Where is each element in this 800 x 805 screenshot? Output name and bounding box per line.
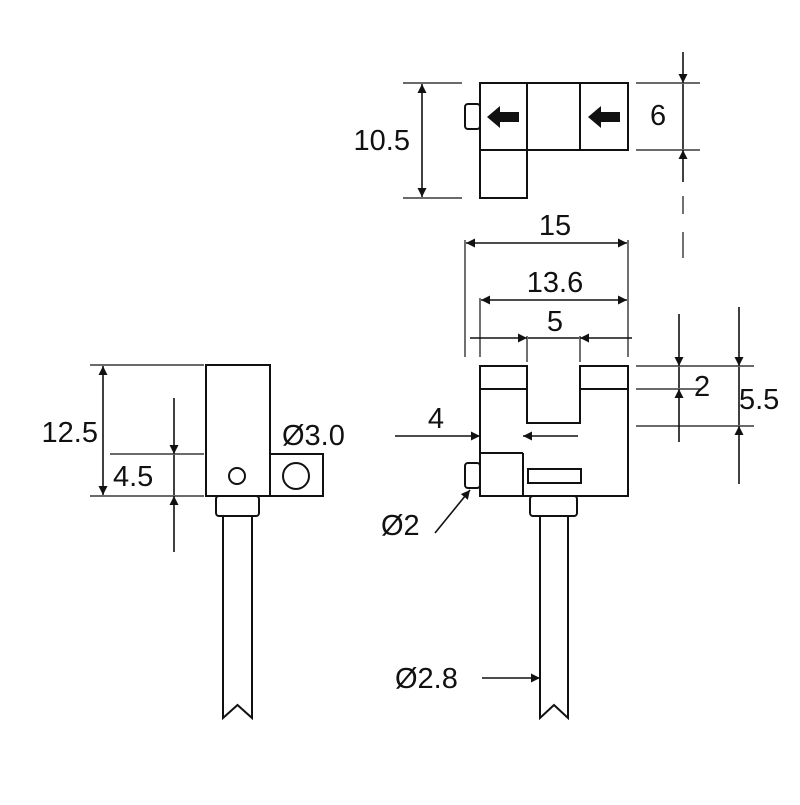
side-view-cable-gland	[215, 495, 260, 517]
dim-label-4-5: 4.5	[113, 461, 153, 493]
arrow-left-icon	[487, 106, 519, 128]
front-view-pin	[464, 462, 481, 489]
front-view-indicator-slot	[527, 468, 582, 484]
leader-pin	[434, 489, 471, 534]
side-view: 12.5 4.5 Ø3.0	[42, 364, 345, 721]
dim-label-hole-3-0: Ø3.0	[282, 420, 345, 452]
top-view-pin	[464, 103, 481, 130]
side-view-mount-hole	[282, 462, 310, 490]
dim-label-cable-2-8: Ø2.8	[395, 663, 458, 695]
top-view: 10.5 6	[354, 52, 700, 258]
dim-label-pin-2: Ø2	[381, 510, 420, 542]
side-view-flange	[269, 453, 324, 497]
dim-label-5: 5	[547, 306, 563, 338]
front-view-cable	[539, 516, 569, 721]
dim-label-10-5: 10.5	[354, 125, 410, 157]
dim-label-6: 6	[650, 100, 666, 132]
arrow-left-icon	[588, 106, 620, 128]
side-view-cable	[222, 516, 253, 721]
side-view-small-hole	[228, 467, 246, 485]
front-view-cable-gland	[529, 495, 578, 517]
dim-label-13-6: 13.6	[527, 267, 583, 299]
dim-label-4: 4	[428, 403, 444, 435]
dim-label-12-5: 12.5	[42, 417, 98, 449]
side-view-body	[205, 364, 271, 497]
front-view-body	[479, 365, 629, 497]
top-view-tab	[479, 149, 528, 199]
dim-label-5-5: 5.5	[739, 384, 779, 416]
dim-label-15: 15	[539, 210, 571, 242]
dim-label-2: 2	[694, 371, 710, 403]
front-view: 15 13.6 5 2 5.5 4 Ø2 Ø2.8	[381, 210, 779, 721]
